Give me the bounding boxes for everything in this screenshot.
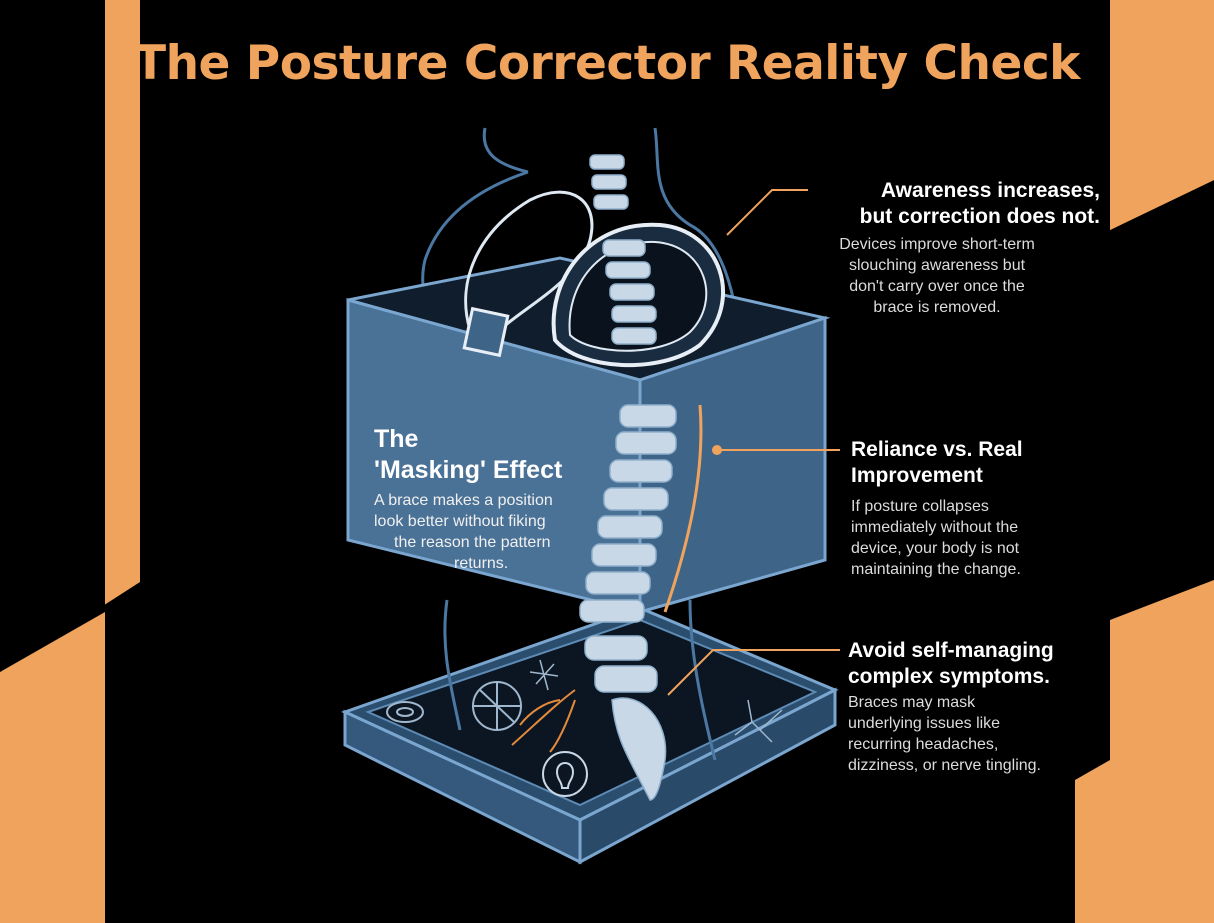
callout-reliance-heading: Reliance vs. Real Improvement: [851, 438, 1023, 487]
page-title: The Posture Corrector Reality Check: [134, 36, 1080, 91]
left-frame-notch: [0, 0, 105, 672]
masking-body: A brace makes a position look better wit…: [374, 492, 553, 572]
nerve-icon: [529, 659, 559, 691]
base-platform: [341, 606, 839, 865]
posture-curve: [663, 404, 703, 613]
right-frame: [1075, 0, 1214, 923]
target-icon: [386, 701, 424, 723]
wheel-icon: [472, 681, 522, 731]
spine: [579, 154, 677, 801]
lightbulb-icon: [542, 751, 588, 797]
callout-reliance-body: If posture collapses immediately without…: [851, 498, 1021, 578]
callout-symptoms-body: Braces may mask underlying issues like r…: [848, 694, 1041, 774]
right-frame-edge: [1110, 0, 1214, 230]
callout-awareness-heading: Awareness increases, but correction does…: [859, 179, 1100, 228]
leader-lines: [667, 189, 840, 696]
callout-symptoms-heading: Avoid self-managing complex symptoms.: [848, 639, 1054, 688]
callout-awareness-body: Devices improve short-term slouching awa…: [839, 236, 1035, 316]
crack-icon: [734, 699, 783, 743]
masking-heading: The 'Masking' Effect: [374, 425, 563, 484]
nerve-lines: [511, 689, 576, 753]
